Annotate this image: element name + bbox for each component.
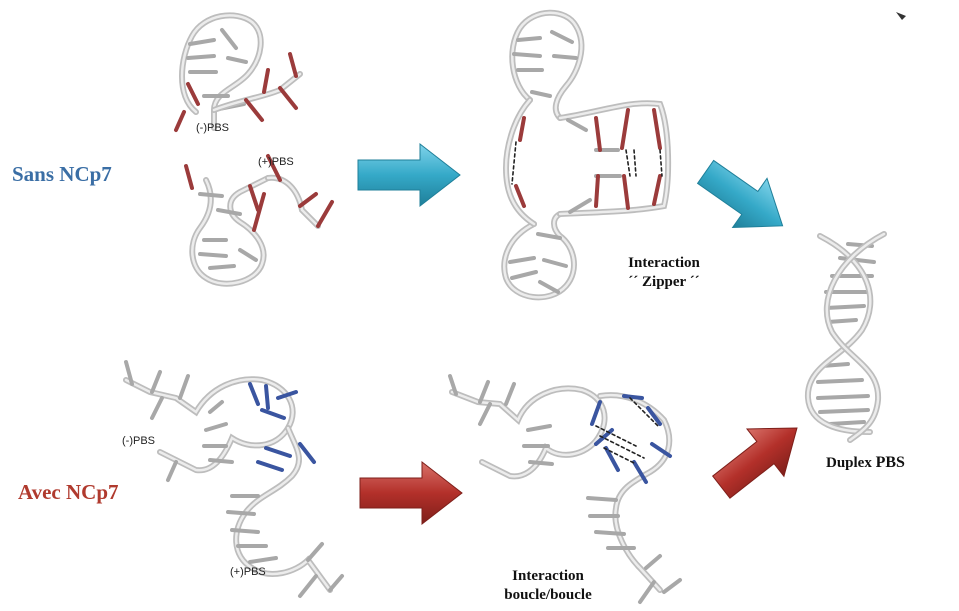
zipper-caption: Interaction ´´ Zipper ´´ bbox=[612, 254, 716, 292]
zipper-caption-line-1: Interaction bbox=[612, 254, 716, 273]
plus-pbs-label-bottom: (+)PBS bbox=[230, 566, 266, 578]
boucle-caption-line-2: boucle/boucle bbox=[486, 586, 610, 605]
pbs-duplex-helix bbox=[808, 234, 884, 440]
arrow-red-diagonal bbox=[703, 404, 816, 510]
avec-ncp7-label: Avec NCp7 bbox=[18, 480, 119, 505]
arrow-blue-right bbox=[358, 144, 460, 206]
boucle-caption-line-1: Interaction bbox=[486, 567, 610, 586]
boucle-caption: Interaction boucle/boucle bbox=[486, 567, 610, 605]
arrow-red-right bbox=[360, 462, 462, 524]
plus-pbs-label-top: (+)PBS bbox=[258, 156, 294, 168]
minus-pbs-label-top: (-)PBS bbox=[196, 122, 229, 134]
hairpins-with-ncp7 bbox=[126, 362, 342, 596]
arrow-blue-diagonal bbox=[688, 147, 799, 250]
corner-mark bbox=[896, 12, 906, 20]
duplex-pbs-caption: Duplex PBS bbox=[826, 454, 905, 472]
duplex-caption-pbs: PBS bbox=[876, 454, 905, 471]
sans-ncp7-label: Sans NCp7 bbox=[12, 162, 112, 187]
minus-pbs-label-bottom: (-)PBS bbox=[122, 435, 155, 447]
duplex-caption-word: Duplex bbox=[826, 455, 872, 471]
hairpin-minus-pbs-top bbox=[176, 15, 300, 130]
zipper-caption-line-2: ´´ Zipper ´´ bbox=[612, 273, 716, 292]
hairpin-plus-pbs-top bbox=[186, 156, 332, 284]
